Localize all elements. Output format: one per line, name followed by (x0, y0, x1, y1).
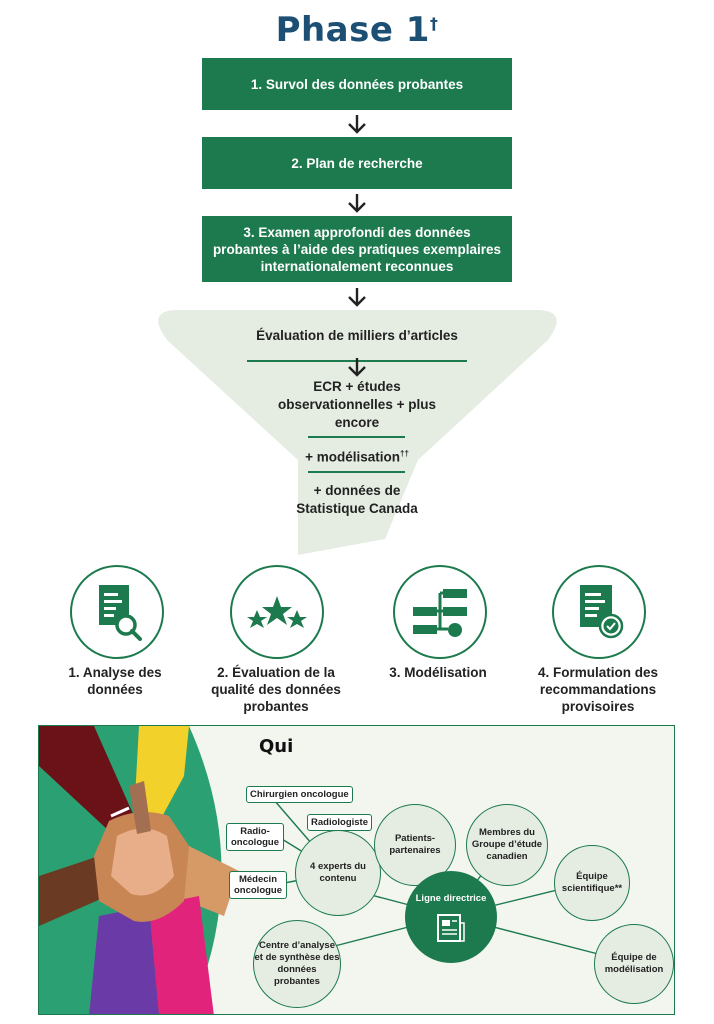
step-3-label: 3. Examen approfondi des données probant… (212, 224, 502, 274)
process-circle (393, 565, 487, 659)
funnel-bottom-text: + données de Statistique Canada (296, 483, 418, 516)
step-1-box: 1. Survol des données probantes (202, 58, 512, 110)
title-footnote-mark: † (429, 14, 439, 33)
node-equipe-modelisation-label: Équipe de modélisation (604, 952, 664, 975)
funnel-divider (308, 436, 405, 438)
node-equipe-scientifique: Équipe scientifique** (554, 845, 630, 921)
node-centre-label: Centre d’analyse et de synthèse des donn… (254, 940, 340, 987)
step-3-box: 3. Examen approfondi des données probant… (202, 216, 512, 282)
funnel-shape (158, 310, 557, 555)
title-text: Phase 1 (275, 10, 430, 50)
qui-heading: Qui (259, 736, 294, 757)
tag-radio-oncologue: Radio-oncologue (226, 823, 284, 851)
step-1-label: 1. Survol des données probantes (250, 76, 464, 92)
tag-chirurgien: Chirurgien oncologue (246, 786, 353, 803)
node-centre: Centre d’analyse et de synthèse des donn… (253, 920, 341, 1008)
document-icon (437, 914, 465, 942)
arrow-down-icon (348, 194, 366, 213)
arrow-down-icon (348, 115, 366, 134)
node-experts-label: 4 experts du contenu (310, 861, 366, 884)
process-circle (70, 565, 164, 659)
arrow-down-icon (348, 358, 366, 377)
funnel-modelling-mark: †† (400, 449, 409, 458)
process-label-1: 1. Analyse des données (68, 665, 162, 697)
node-ligne-directrice: Ligne directrice (405, 871, 497, 963)
tag-radiologiste: Radiologiste (307, 814, 373, 831)
step-2-label: 2. Plan de recherche (291, 155, 423, 171)
step-2-box: 2. Plan de recherche (202, 137, 512, 189)
node-equipe-scientifique-label: Équipe scientifique** (561, 871, 623, 894)
node-membres: Membres du Groupe d’étude canadien (466, 804, 548, 886)
three-stars-icon (247, 596, 307, 628)
tag-medecin: Médecin oncologue (229, 871, 287, 899)
process-circle (552, 565, 646, 659)
process-circle (230, 565, 324, 659)
funnel-middle-text: ECR + études observationnelles + plus en… (278, 379, 436, 430)
funnel-top-text: Évaluation de milliers d’articles (256, 328, 458, 343)
hands-illustration (39, 726, 249, 1014)
process-label-2: 2. Évaluation de la qualité des données … (211, 665, 341, 714)
document-search-icon (99, 585, 142, 641)
qui-panel: Qui 4 experts du contenu Patients-parten… (38, 725, 675, 1015)
funnel-divider (308, 471, 405, 473)
node-membres-label: Membres du Groupe d’étude canadien (471, 827, 543, 862)
node-experts: 4 experts du contenu (295, 830, 381, 916)
document-check-icon (580, 585, 624, 639)
process-label-4: 4. Formulation des recommandations provi… (537, 665, 659, 714)
process-label-3: 3. Modélisation (389, 665, 487, 680)
arrow-down-icon (348, 288, 366, 307)
funnel-modelling-text: + modélisation†† (262, 445, 452, 467)
node-equipe-modelisation: Équipe de modélisation (594, 924, 674, 1004)
node-ligne-directrice-label: Ligne directrice (415, 893, 487, 904)
flowchart-icon (413, 589, 467, 637)
page-title: Phase 1† (0, 10, 714, 50)
node-patients-label: Patients-partenaires (389, 833, 441, 856)
funnel-modelling-label: + modélisation (305, 449, 400, 465)
